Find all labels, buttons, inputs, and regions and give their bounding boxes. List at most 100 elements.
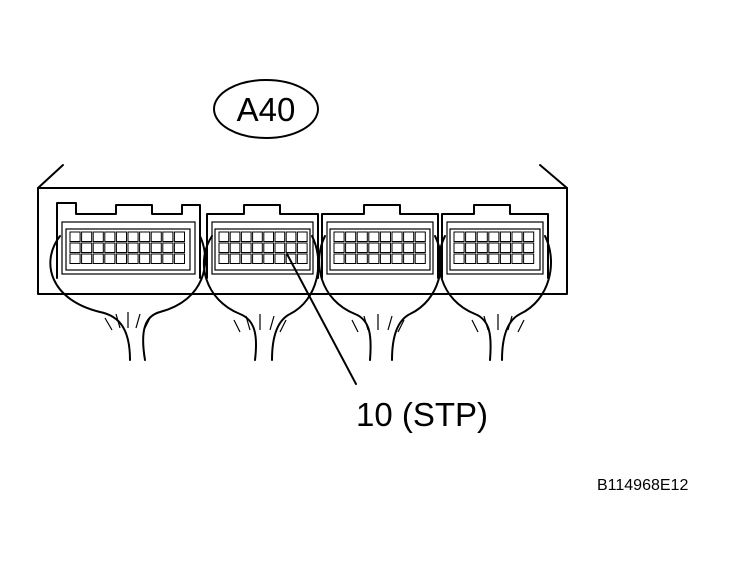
pin-cavity (511, 231, 523, 242)
pin-cavity (414, 231, 426, 242)
pin-cavity (104, 242, 116, 253)
pin-cavity (523, 253, 535, 264)
connector-block-4 (441, 204, 549, 279)
pin-cavity (345, 231, 357, 242)
pin-cavity (240, 242, 252, 253)
pin-cavity (285, 231, 297, 242)
pin-cavity (115, 231, 128, 242)
pin-cavity (476, 253, 488, 264)
pin-cavity (379, 242, 391, 253)
pin-cavity (127, 253, 139, 264)
pin-cavity (333, 242, 345, 253)
wire-harness-4 (438, 235, 552, 361)
pin-cavity (218, 253, 230, 264)
pin-cavity (453, 242, 465, 253)
pin-cavity (252, 231, 263, 242)
pin-cavity (173, 231, 185, 242)
pin-cavity (150, 253, 162, 264)
pin-cavity (92, 231, 104, 242)
pin-cavity (252, 253, 263, 264)
pin-cavity (368, 253, 380, 264)
pin-cavity (229, 242, 241, 253)
pin-cavity (296, 253, 308, 264)
connector-label: A40 (237, 91, 296, 128)
pin-cavity (115, 253, 128, 264)
pin-cavity (391, 242, 403, 253)
pin-cavity (81, 231, 93, 242)
wire-harness-2 (203, 235, 320, 361)
pin-cavity (240, 253, 252, 264)
pin-grid (69, 231, 535, 264)
pin-cavity (285, 242, 297, 253)
pin-cavity (476, 242, 488, 253)
pin-cavity (488, 231, 500, 242)
pin-cavity (274, 242, 286, 253)
pin-cavity (499, 242, 511, 253)
pin-cavity (414, 242, 426, 253)
pin-cavity (356, 242, 368, 253)
pin-cavity (150, 242, 162, 253)
pin-cavity (92, 253, 104, 264)
pin-cavity (391, 253, 403, 264)
pin-cavity (240, 231, 252, 242)
pin-cavity (465, 253, 477, 264)
pin-cavity (523, 242, 535, 253)
pin-cavity (173, 253, 185, 264)
connector-label-oval (213, 79, 319, 139)
pin-cavity (162, 242, 174, 253)
wire-harness-3 (318, 235, 442, 361)
pin-cavity (162, 231, 174, 242)
pin-cavity (453, 253, 465, 264)
pin-cavity (139, 242, 151, 253)
pin-cavity (229, 253, 241, 264)
pin-cavity (69, 253, 81, 264)
pin-cavity (368, 242, 380, 253)
pin-cavity (476, 231, 488, 242)
pin-cavity (127, 242, 139, 253)
pin-cavity (81, 253, 93, 264)
pin-cavity (173, 242, 185, 253)
connector-block-2 (206, 204, 319, 279)
pin-cavity (296, 242, 308, 253)
connector-block-1 (56, 202, 201, 279)
pin-callout-label: 10 (STP) (356, 396, 488, 433)
connector-block-3 (321, 204, 439, 279)
pin-cavity (345, 253, 357, 264)
pin-cavity (523, 231, 535, 242)
pin-cavity (333, 253, 345, 264)
pin-cavity (488, 242, 500, 253)
pin-cavity (104, 231, 116, 242)
pin-cavity (229, 231, 241, 242)
pin-cavity (403, 231, 415, 242)
pin-cavity (368, 231, 380, 242)
pin-cavity (139, 231, 151, 242)
pin-cavity (218, 231, 230, 242)
pin-cavity (391, 231, 403, 242)
pin-cavity (115, 242, 128, 253)
pin-cavity (92, 242, 104, 253)
pin-cavity (453, 231, 465, 242)
pin-cavity (345, 242, 357, 253)
ecu-housing (37, 164, 568, 295)
pin-cavity (263, 231, 274, 242)
pin-cavity (511, 253, 523, 264)
pin-cavity (379, 253, 391, 264)
pin-cavity (263, 242, 274, 253)
pin-cavity (356, 231, 368, 242)
pin-cavity (403, 253, 415, 264)
pin-cavity (465, 242, 477, 253)
pin-cavity (274, 253, 286, 264)
pin-cavity (162, 253, 174, 264)
pin-cavity (127, 231, 139, 242)
pin-cavity (379, 231, 391, 242)
pin-cavity (499, 231, 511, 242)
pin-cavity (465, 231, 477, 242)
pin-cavity (403, 242, 415, 253)
pin-cavity (499, 253, 511, 264)
pin-cavity (104, 253, 116, 264)
pin-cavity (488, 253, 500, 264)
pin-cavity (139, 253, 151, 264)
pin-cavity (333, 231, 345, 242)
